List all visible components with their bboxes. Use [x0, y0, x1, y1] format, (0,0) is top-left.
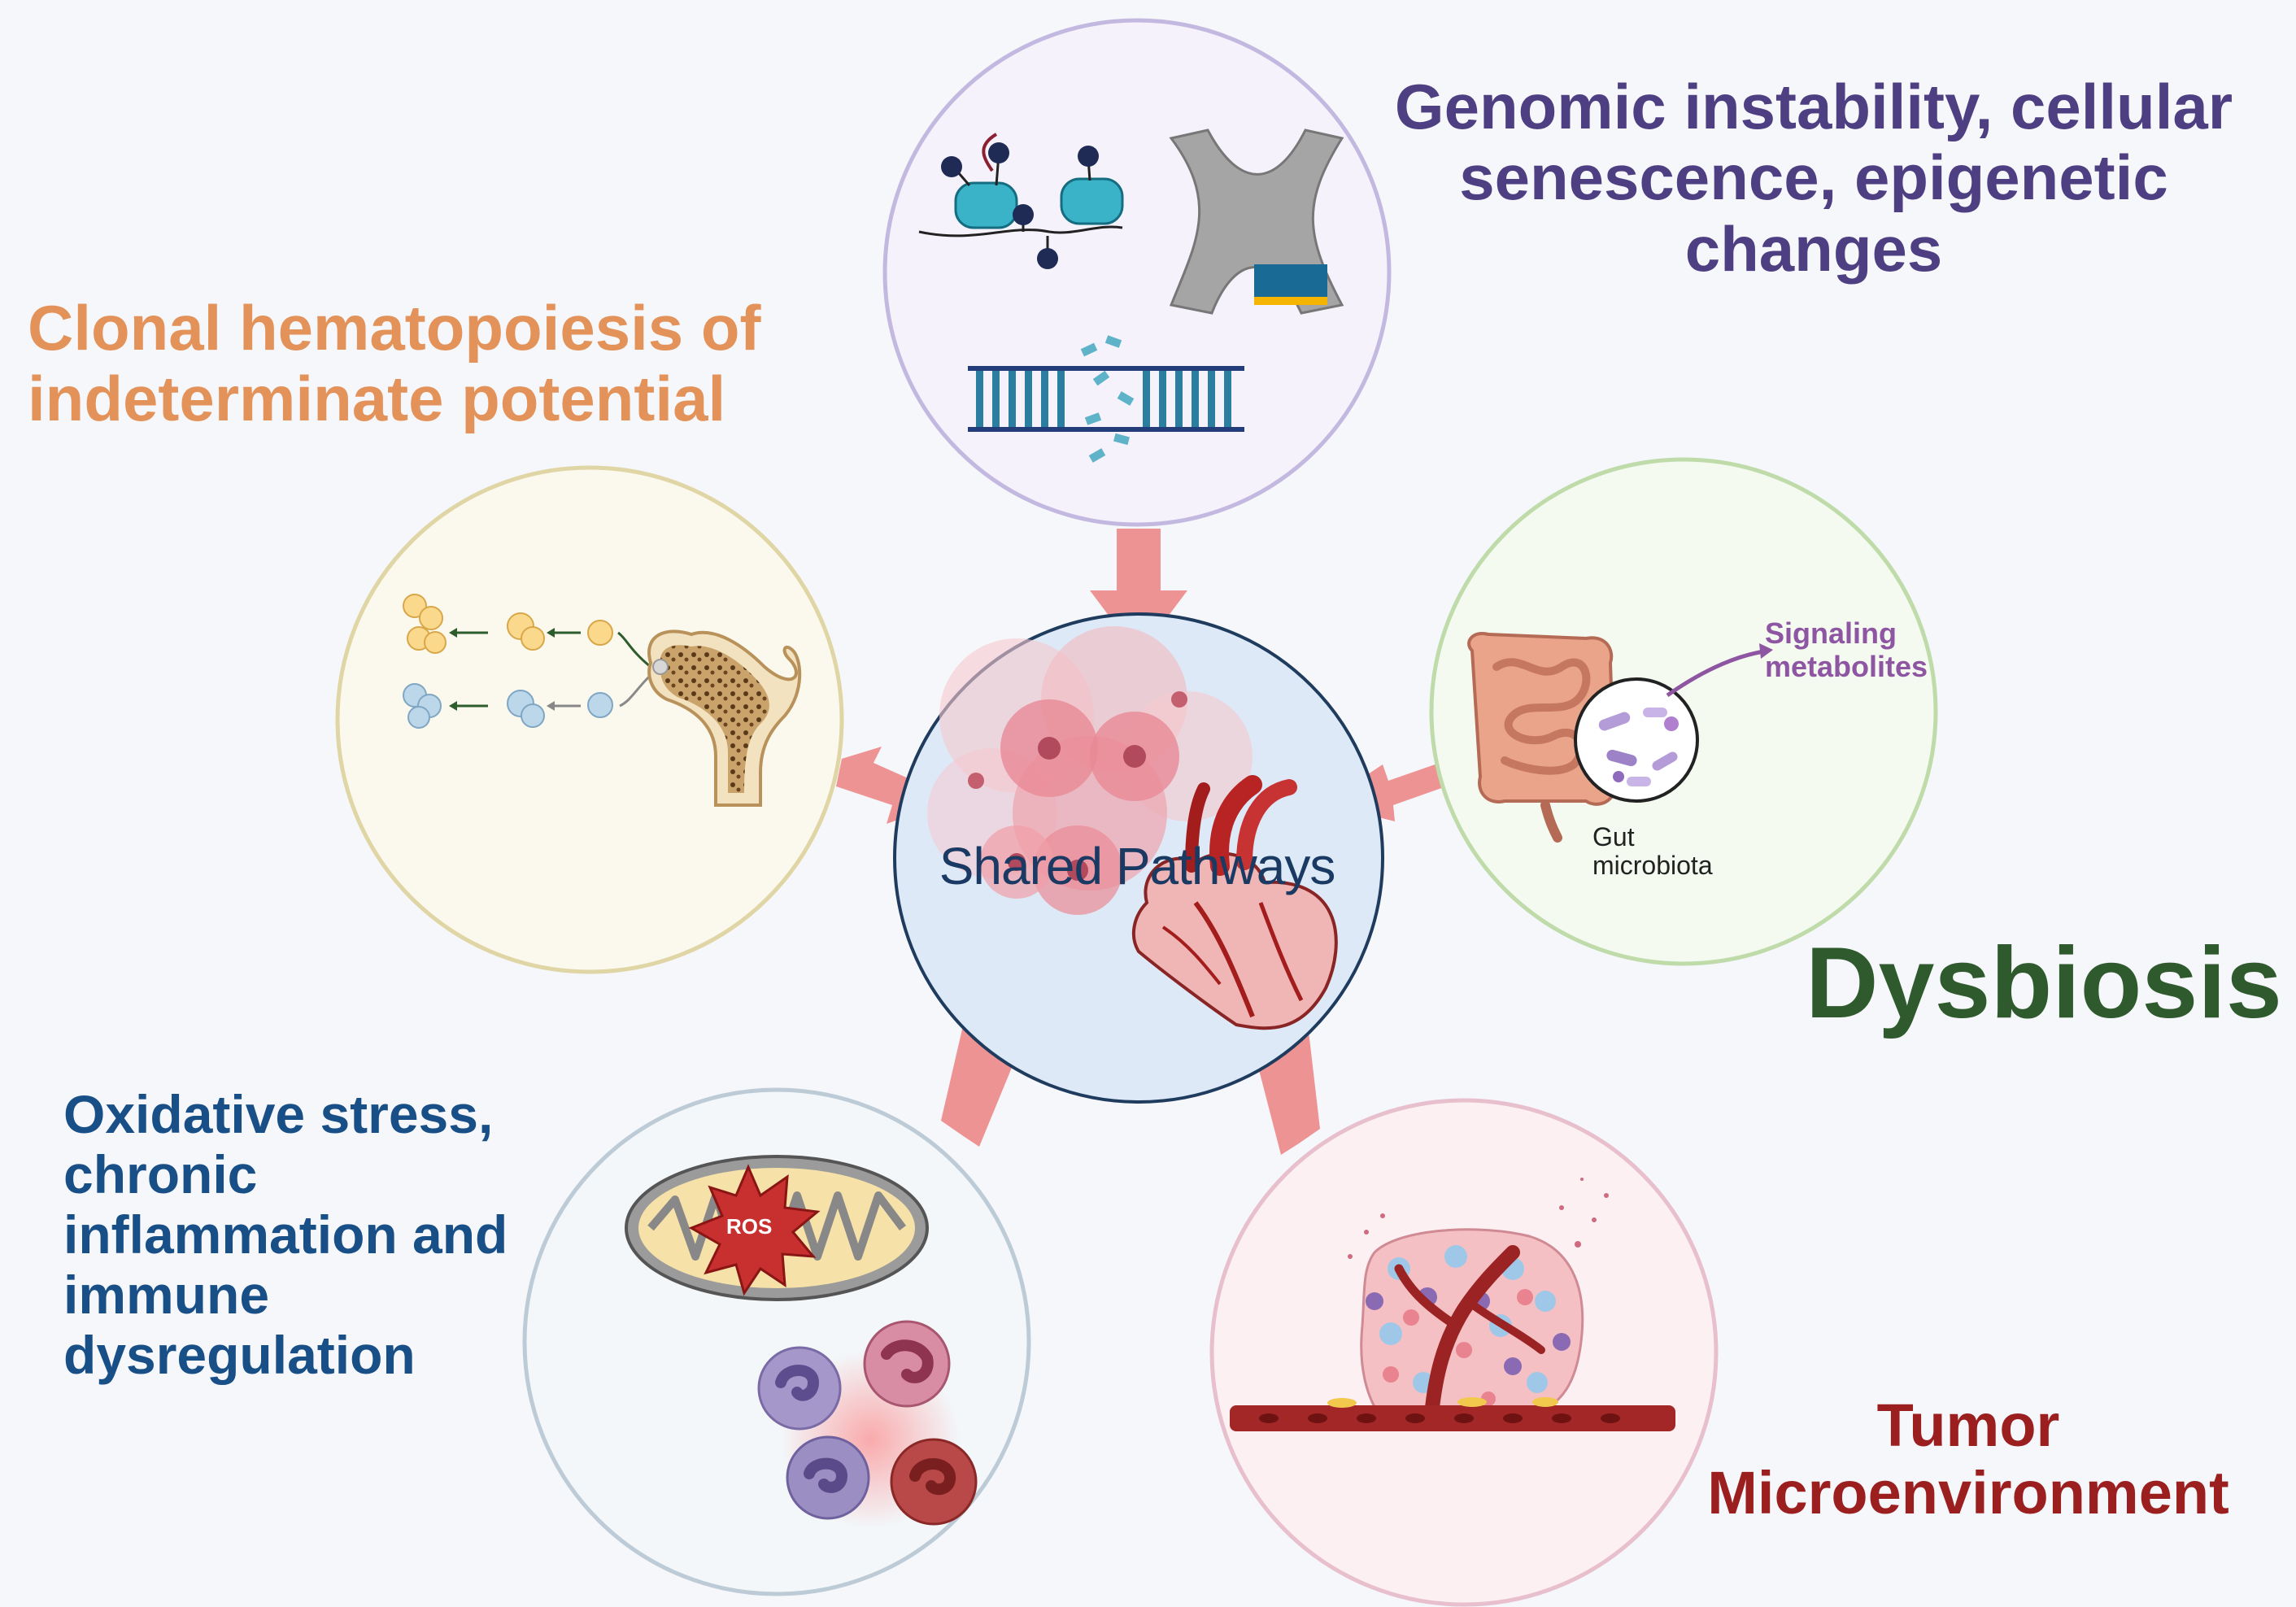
center-node [893, 612, 1384, 1104]
tumor-label-line-2: Microenvironment [1707, 1458, 2229, 1526]
clonal-label-line-1: Clonal hematopoiesis of [28, 292, 761, 364]
heart-illustration [1131, 775, 1338, 1030]
genomic-label-line-3: changes [1684, 212, 1943, 285]
tumor-label: Tumor Microenvironment [1667, 1391, 2269, 1527]
femur-bone-illustration [647, 629, 802, 807]
metabolite-arrowhead [1759, 643, 1773, 659]
signaling-line-2: metabolites [1765, 650, 1928, 684]
nucleosome-illustration [918, 133, 1124, 269]
clonal-label: Clonal hematopoiesis of indeterminate po… [28, 292, 841, 435]
gut-microbiota-label: Gut microbiota [1592, 822, 1713, 881]
mitochondrion-illustration [625, 1155, 929, 1301]
oxidative-label: Oxidative stress, chronic inflammation a… [63, 1084, 568, 1386]
gut-line-1: Gut [1592, 822, 1635, 851]
genomic-label: Genomic instability, cellular senescence… [1350, 71, 2277, 285]
genomic-label-line-2: senescence, epigenetic [1459, 142, 2168, 214]
dysbiosis-label: Dysbiosis [1806, 927, 2282, 1039]
genomic-node [882, 18, 1392, 527]
immune-cells-illustration [757, 1320, 978, 1529]
clonal-node [335, 465, 844, 974]
signaling-line-1: Signaling [1765, 616, 1897, 650]
signaling-metabolites-label: Signaling metabolites [1765, 616, 1928, 684]
oxidative-label-line-5: dysregulation [63, 1324, 416, 1385]
arrow-oxidative [941, 1022, 1037, 1147]
genomic-label-line-1: Genomic instability, cellular [1394, 71, 2233, 142]
microbiota-inset [1574, 677, 1699, 803]
dna-damage-illustration [968, 335, 1244, 463]
tumor-vasculature-illustration [1230, 1178, 1675, 1431]
ros-label: ROS [726, 1214, 773, 1239]
ros-starburst [688, 1164, 821, 1296]
oxidative-label-line-1: Oxidative stress, [63, 1084, 494, 1144]
clonal-label-line-2: indeterminate potential [28, 363, 726, 435]
oxidative-label-line-3: inflammation and [63, 1204, 508, 1265]
tumor-node [1209, 1098, 1719, 1607]
stem-cell-lineage-illustration [403, 594, 652, 729]
center-label: Shared Pathways [939, 837, 1336, 895]
gut-line-2: microbiota [1592, 851, 1713, 881]
oxidative-node [522, 1087, 1031, 1596]
arrow-tumor [1240, 1025, 1320, 1155]
tumor-label-line-1: Tumor [1876, 1391, 2060, 1459]
dysbiosis-node [1429, 457, 1938, 966]
chromosome-illustration [1169, 128, 1344, 315]
tumor-cluster-illustration [927, 626, 1253, 915]
metabolite-arrow [1666, 648, 1770, 698]
oxidative-label-line-2: chronic [63, 1143, 258, 1204]
oxidative-label-line-4: immune [63, 1264, 270, 1325]
